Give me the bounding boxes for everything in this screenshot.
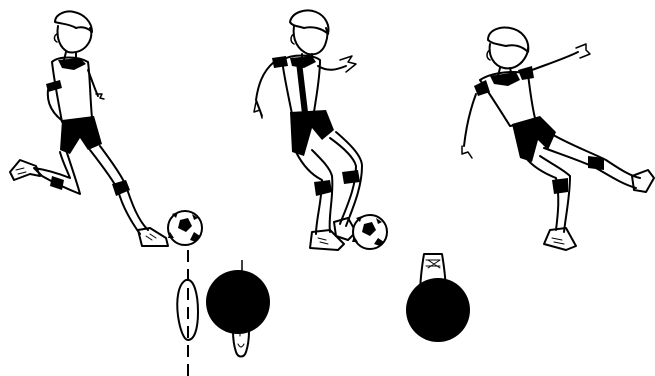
player-3-standing-boot: [544, 228, 576, 250]
player-1-shorts: [60, 116, 102, 154]
foot-contact-diagram-2: [406, 254, 470, 342]
ball-1: [168, 211, 202, 245]
player-1-head: [57, 26, 91, 53]
player-3-standing-leg: [526, 156, 570, 232]
foot-placement-diagram-1: [177, 250, 270, 376]
ball-top-view-2: [406, 278, 470, 342]
player-1-front-boot: [138, 228, 168, 246]
ball-top-view-1: [206, 270, 270, 334]
player-figure-1: [10, 11, 168, 246]
player-3-hair: [488, 28, 528, 53]
ball-2: [352, 215, 387, 249]
player-figure-3: [462, 28, 654, 251]
player-1-hair: [55, 11, 92, 32]
player-figure-2: [254, 10, 362, 250]
player-3-shorts: [512, 116, 556, 162]
player-2-hair: [290, 10, 329, 34]
